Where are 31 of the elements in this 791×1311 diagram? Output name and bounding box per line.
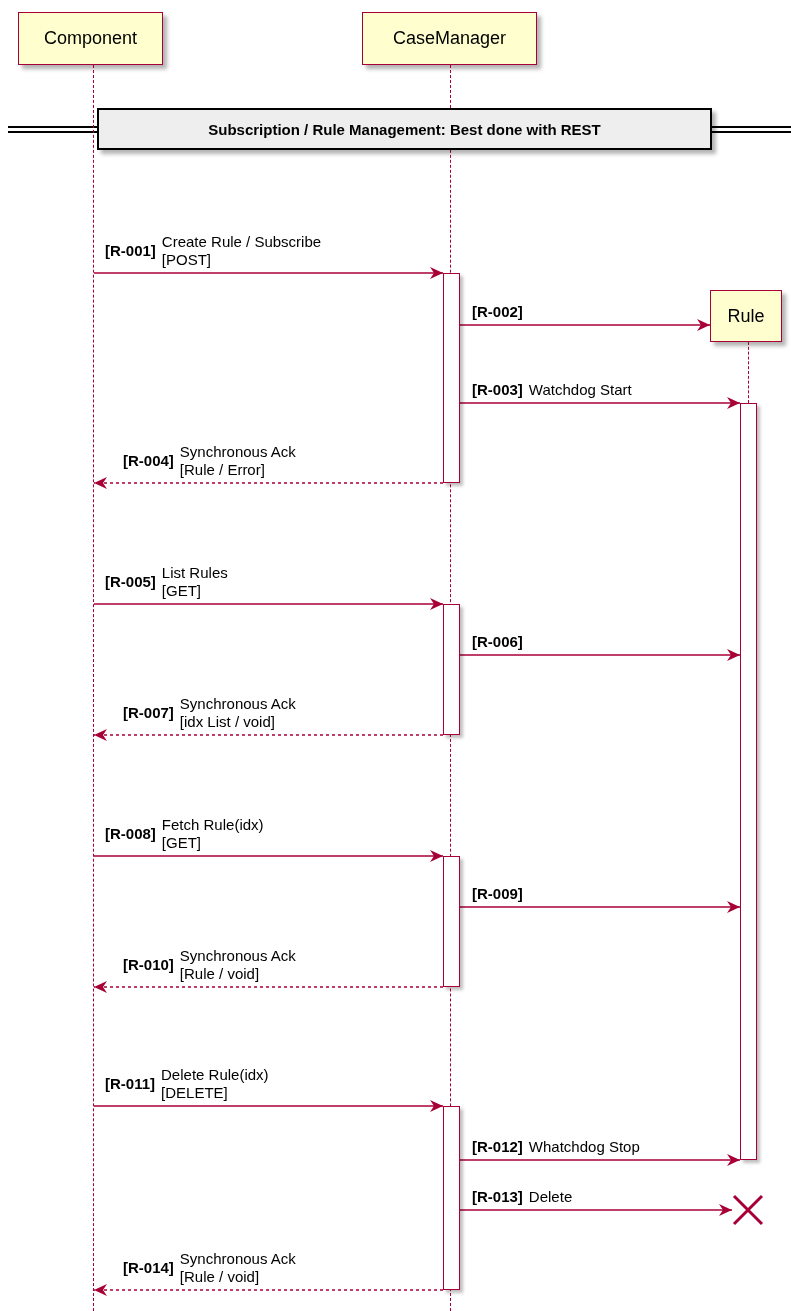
- participant-box: Component: [18, 12, 163, 65]
- destroy-mark: [732, 1194, 764, 1226]
- participant-box: CaseManager: [362, 12, 537, 65]
- activation-bar: [443, 604, 460, 735]
- message-label: [R-013] Delete: [472, 1188, 573, 1206]
- message-arrow: [93, 850, 444, 862]
- message-label: [R-006]: [472, 633, 523, 651]
- message-arrow: [93, 598, 444, 610]
- message-arrow: [93, 981, 444, 993]
- message-arrow: [93, 1100, 444, 1112]
- message-arrow: [459, 397, 741, 409]
- message-arrow: [93, 1284, 444, 1296]
- activation-bar: [443, 273, 460, 483]
- message-arrow: [93, 267, 444, 279]
- message-label: [R-012] Whatchdog Stop: [472, 1138, 640, 1156]
- message-arrow: [459, 649, 741, 661]
- message-arrow: [459, 1204, 733, 1216]
- activation-bar: [443, 1106, 460, 1290]
- message-label: [R-003] Watchdog Start: [472, 381, 632, 399]
- message-label: [R-009]: [472, 885, 523, 903]
- message-arrow: [93, 729, 444, 741]
- participant-box: Rule: [710, 290, 782, 342]
- lifeline: [93, 65, 94, 1311]
- activation-bar: [443, 856, 460, 987]
- lifeline: [748, 342, 749, 403]
- activation-bar: [740, 403, 757, 1160]
- message-arrow: [459, 1154, 741, 1166]
- message-arrow: [93, 477, 444, 489]
- message-arrow: [459, 319, 711, 331]
- message-arrow: [459, 901, 741, 913]
- message-label: [R-002]: [472, 303, 523, 321]
